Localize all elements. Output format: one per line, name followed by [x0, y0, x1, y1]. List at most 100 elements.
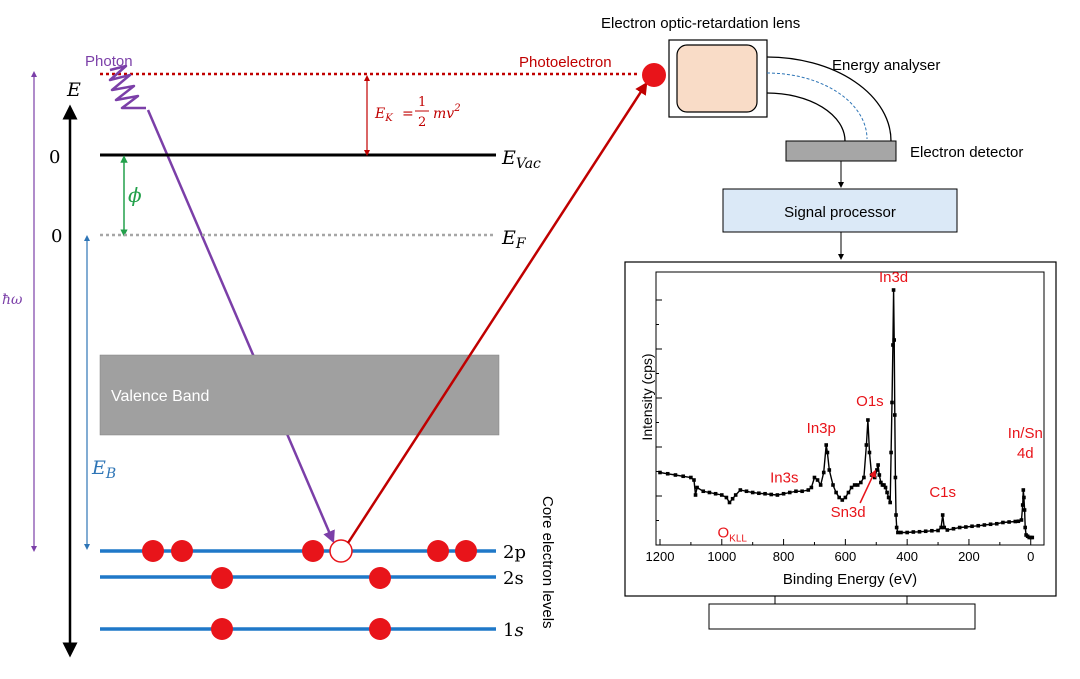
peak-label: In3s — [770, 470, 798, 487]
spectrum-point — [849, 485, 854, 490]
spectrum-point — [701, 489, 706, 494]
spectrum-point — [892, 338, 896, 342]
spectrum-point — [757, 491, 761, 496]
spectrum-point — [940, 513, 945, 517]
spectrum-point — [673, 473, 678, 477]
x-tick-label: 400 — [896, 549, 918, 564]
spectrum-point — [970, 524, 974, 529]
spectrum-point — [976, 523, 981, 528]
spectrum-point — [923, 529, 928, 534]
spectrum-point — [750, 490, 755, 495]
spectrum-point — [994, 521, 999, 526]
peak-label: O1s — [856, 393, 884, 410]
svg-text:mv2: mv2 — [433, 103, 461, 122]
spectrum-point — [744, 489, 749, 494]
x-tick-label: 0 — [1027, 549, 1034, 564]
peak-label: In3p — [807, 420, 836, 437]
spectrum-point — [899, 530, 903, 535]
spectrum-point — [730, 496, 735, 501]
spectrum-point — [892, 413, 897, 417]
spectrum-point — [1022, 508, 1027, 512]
spectrum-point — [864, 443, 869, 447]
spectrum-point — [890, 400, 894, 405]
spectrum-point — [707, 490, 712, 495]
signal-processor — [722, 188, 958, 233]
peak-label: C1s — [929, 484, 956, 501]
x-tick-label: 200 — [958, 549, 980, 564]
spectrum-point — [837, 495, 841, 500]
kinetic-energy-formula: EK = 1 2 mv2 — [374, 95, 461, 130]
spectrum-point — [883, 485, 888, 490]
peak-label: OKLL — [718, 525, 748, 545]
analyser-trajectory — [766, 72, 868, 140]
spectrum-point — [866, 418, 870, 422]
spectrum-point — [888, 500, 892, 505]
spectrum-point — [794, 489, 798, 494]
analyser-outer-wall — [766, 56, 892, 142]
spectrum-point — [1001, 520, 1005, 525]
spectrum-point — [665, 471, 670, 476]
spectrum-point — [769, 492, 774, 497]
peak-label: Sn3d — [831, 504, 866, 521]
spectrum-point — [957, 525, 962, 530]
x-tick-label: 600 — [835, 549, 857, 564]
core-hole — [329, 539, 353, 563]
lens-element — [676, 44, 758, 113]
spectrum-point — [834, 490, 838, 495]
svg-text:2: 2 — [418, 115, 426, 130]
spectrum-point — [825, 450, 830, 455]
spectrum-point — [724, 495, 729, 500]
spectrum-point — [894, 525, 899, 530]
spectrum-point — [821, 470, 826, 475]
spectrum-point — [812, 475, 817, 480]
spectrum-point — [891, 288, 896, 292]
spectrum-point — [713, 491, 718, 496]
spectrum-point — [809, 485, 814, 490]
spectrum-point — [894, 513, 898, 517]
valence-band-label: Valence Band — [111, 388, 209, 405]
electron — [455, 540, 477, 562]
electron — [302, 540, 324, 562]
spectrum-point — [886, 495, 891, 500]
spectrum-point — [806, 488, 811, 492]
binding-energy-label: EB — [91, 457, 116, 482]
spectrum-point — [1023, 525, 1027, 530]
electron — [427, 540, 449, 562]
svg-text:1: 1 — [418, 95, 426, 110]
spectrum-point — [818, 483, 823, 487]
spectrum-point — [800, 489, 804, 494]
svg-text:EK: EK — [374, 106, 393, 124]
vacuum-level-label: EVac — [501, 147, 541, 172]
spectrum-point — [911, 530, 916, 534]
electron — [369, 618, 391, 640]
spectrum-point — [936, 528, 940, 533]
spectrum-point — [843, 495, 848, 500]
spectrum-point — [1007, 520, 1011, 524]
spectrum-point — [905, 530, 909, 535]
spectrum-point — [727, 500, 732, 505]
electron — [171, 540, 193, 562]
spectrum-point — [695, 485, 699, 490]
monitor-base — [708, 603, 976, 630]
electron — [211, 618, 233, 640]
spectrum-point — [658, 470, 662, 475]
spectrum-point — [1022, 495, 1026, 500]
x-tick-label: 800 — [773, 549, 795, 564]
electron-detector — [785, 140, 897, 162]
spectrum-line — [659, 289, 1033, 539]
spectrum-point — [891, 343, 895, 347]
spectrum-point — [945, 528, 950, 532]
analyser-label: Energy analyser — [832, 57, 940, 74]
chart-x-label: Binding Energy (eV) — [783, 571, 917, 588]
peak-label: In/Sn — [1008, 425, 1043, 442]
fermi-level-label: EF — [501, 227, 527, 252]
photon-energy-label: ħω — [2, 292, 23, 308]
spectrum-point — [689, 475, 693, 480]
chart-y-label: Intensity (cps) — [639, 353, 655, 440]
electron — [142, 540, 164, 562]
sn3d-pointer-arrow — [859, 469, 876, 504]
spectrum-point — [877, 473, 882, 477]
